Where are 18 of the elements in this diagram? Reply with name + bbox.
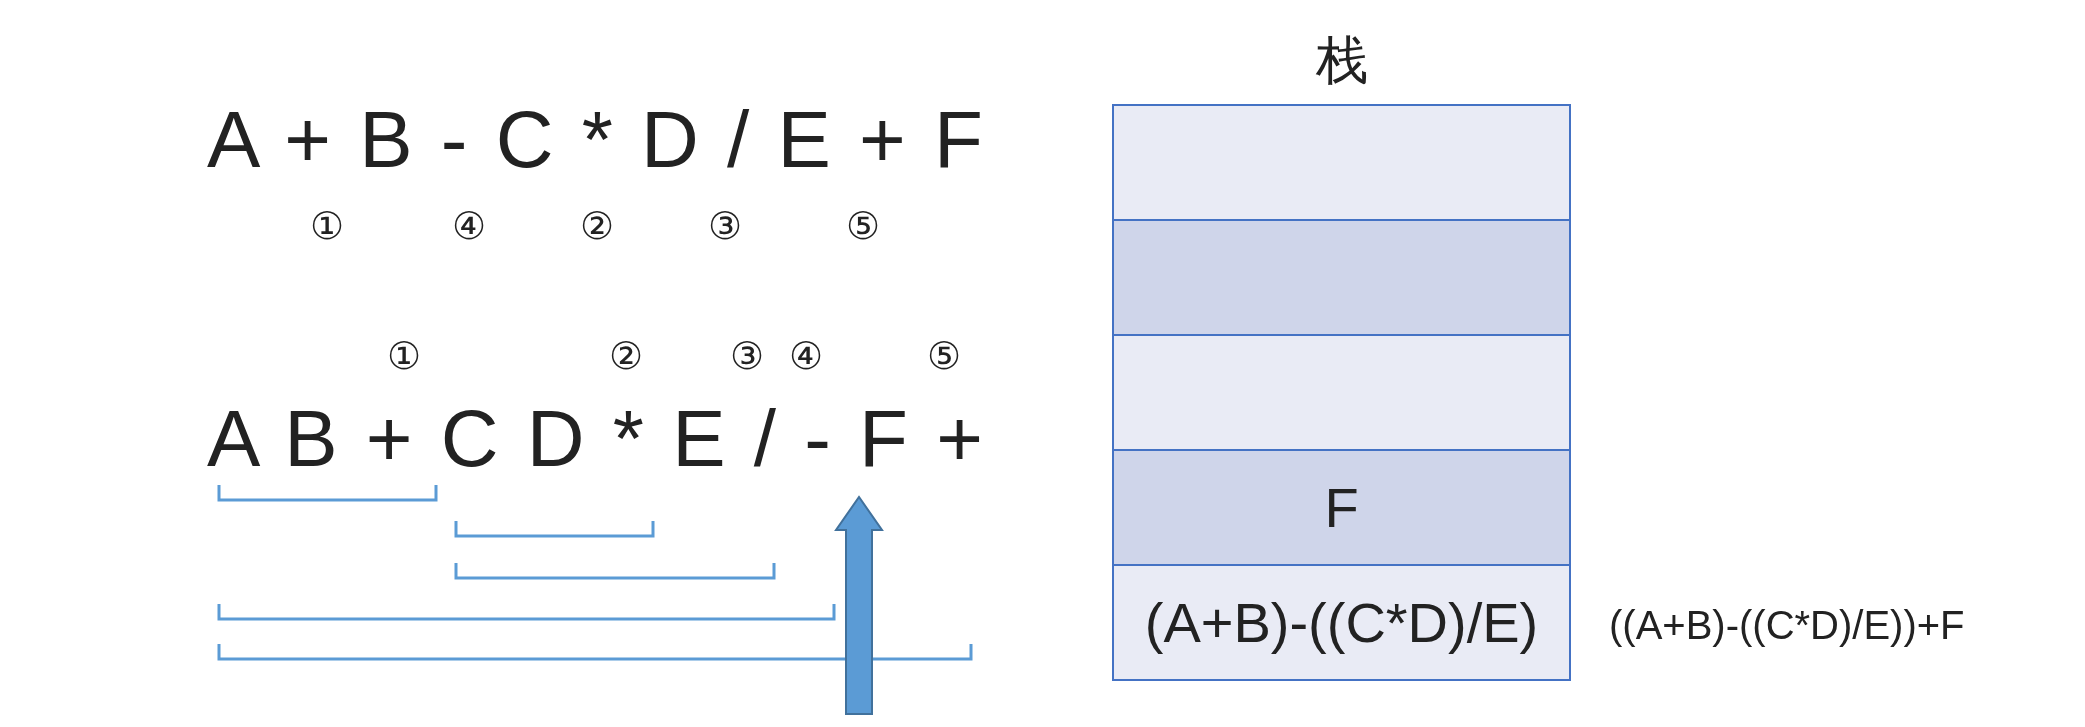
callout-number: ② <box>580 207 614 245</box>
expression: A B + C D * E / - F + <box>207 399 983 479</box>
callout-number: ⑤ <box>846 207 880 245</box>
stack-cell <box>1112 104 1571 221</box>
callout-number: ① <box>387 337 421 375</box>
callout-number: ① <box>310 207 344 245</box>
callout-number: ④ <box>452 207 486 245</box>
callout-number: ③ <box>730 337 764 375</box>
stack-cell <box>1112 219 1571 336</box>
stack-cell <box>1112 334 1571 451</box>
stack-heading: 栈 <box>1314 34 1369 86</box>
callout-number: ④ <box>789 337 823 375</box>
callout-number: ② <box>609 337 643 375</box>
callout-number: ③ <box>708 207 742 245</box>
expression: A + B - C * D / E + F <box>207 100 983 180</box>
result-expression: ((A+B)-((C*D)/E))+F <box>1609 604 1965 645</box>
stack-cell: F <box>1112 449 1571 566</box>
callout-number: ⑤ <box>927 337 961 375</box>
